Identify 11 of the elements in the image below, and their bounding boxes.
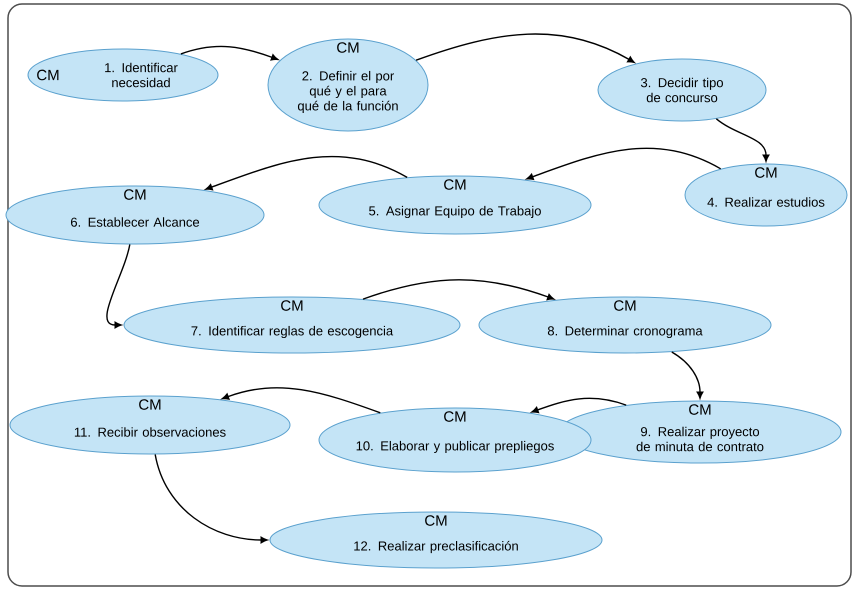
arrow [531, 398, 626, 414]
arrow [671, 351, 704, 399]
arrow [716, 118, 770, 162]
arrow [362, 279, 554, 300]
arrow [154, 454, 268, 544]
arrow [205, 156, 408, 190]
arrow [526, 148, 721, 180]
arrow [416, 33, 635, 63]
arrow [180, 46, 278, 61]
arrow [106, 244, 130, 328]
arrow [222, 387, 381, 414]
